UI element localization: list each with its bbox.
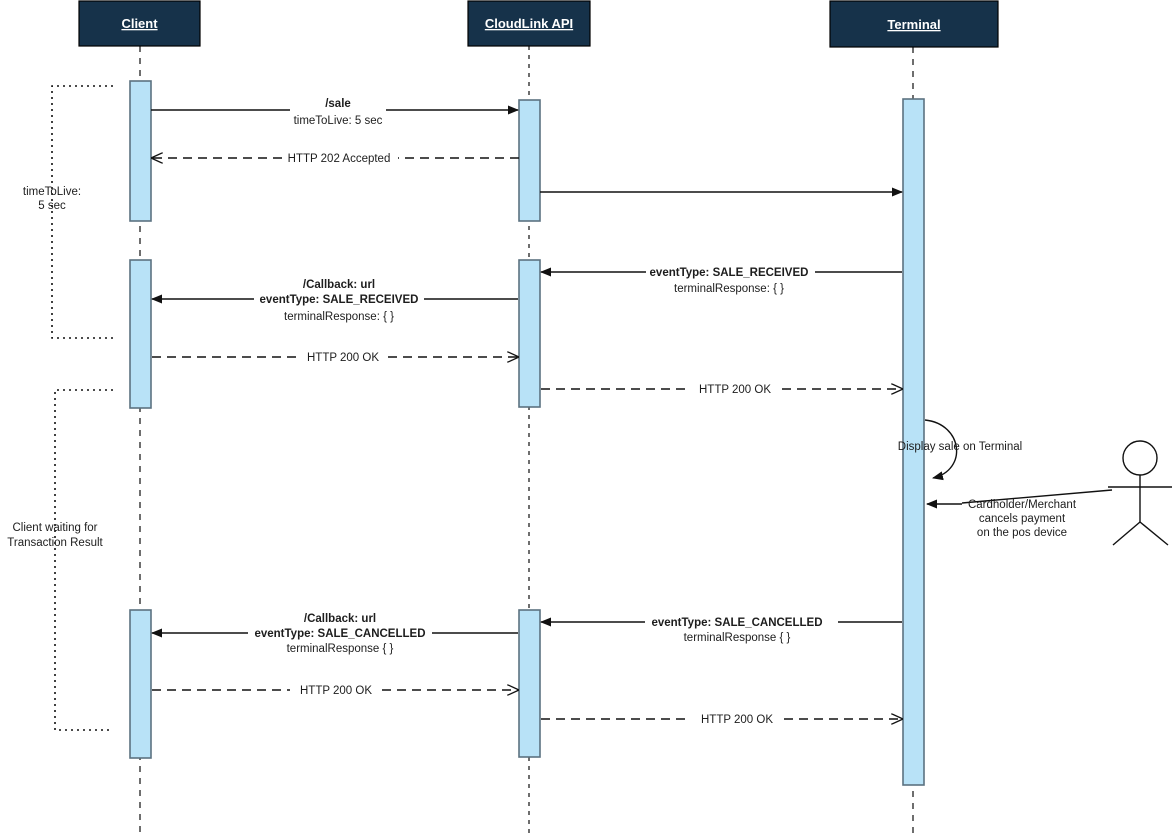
message-cardholder-cancels[interactable]: Cardholder/Merchant cancels payment on t…: [926, 489, 1113, 539]
message-callback-sale-received-label-2: eventType: SALE_RECEIVED: [260, 294, 419, 306]
message-cardholder-cancels-label-2: cancels payment: [979, 513, 1066, 525]
lifeline-label-client: Client: [121, 16, 158, 31]
lifeline-box-terminal[interactable]: [829, 0, 999, 48]
lifeline-header-cloudlink[interactable]: CloudLink API: [467, 0, 591, 47]
lifeline-header-client[interactable]: Client: [78, 0, 201, 47]
message-callback-sale-cancelled-label-3: terminalResponse { }: [287, 643, 394, 655]
lifeline-label-cloudlink: CloudLink API: [485, 16, 573, 31]
message-callback-sale-cancelled-label-1: /Callback: url: [304, 613, 376, 625]
message-http-200-ct2-label: HTTP 200 OK: [701, 714, 773, 726]
activation-client-1: [129, 80, 152, 222]
message-http-200-client-cloudlink[interactable]: HTTP 200 OK: [152, 352, 518, 364]
message-sale[interactable]: /sale timeToLive: 5 sec: [151, 98, 519, 127]
message-callback-sale-received-label-1: /Callback: url: [303, 279, 375, 291]
message-http-200-cloudlink-terminal[interactable]: HTTP 200 OK: [541, 384, 902, 396]
actor-head-icon: [1122, 440, 1158, 476]
message-callback-sale-received-label-3: terminalResponse: { }: [284, 311, 394, 323]
lifeline-box-client[interactable]: [78, 0, 201, 47]
activation-terminal-1: [902, 98, 925, 786]
message-sale-cancelled-terminal-label-2: terminalResponse { }: [684, 632, 791, 644]
message-http-202[interactable]: HTTP 202 Accepted: [152, 153, 519, 165]
actor-left-leg-icon: [1112, 521, 1141, 546]
message-sale-label-1: /sale: [325, 98, 351, 110]
message-http-200-cc-label: HTTP 200 OK: [307, 352, 379, 364]
message-cardholder-cancels-label-3: on the pos device: [977, 527, 1067, 539]
message-callback-sale-received[interactable]: /Callback: url eventType: SALE_RECEIVED …: [151, 279, 518, 323]
message-sale-label-2: timeToLive: 5 sec: [294, 115, 383, 127]
message-sale-cancelled-terminal-label-1: eventType: SALE_CANCELLED: [651, 617, 822, 629]
message-display-sale-arc: [924, 419, 958, 481]
activation-cloudlink-1: [518, 99, 541, 222]
bracket-client-waiting-path: [54, 389, 113, 731]
message-sale-received-terminal[interactable]: eventType: SALE_RECEIVED terminalRespons…: [540, 267, 902, 295]
bracket-client-waiting-label-line2: Transaction Result: [7, 537, 103, 549]
bracket-client-waiting: Client waiting for Transaction Result: [7, 389, 113, 731]
message-callback-sale-cancelled-label-2: eventType: SALE_CANCELLED: [254, 628, 425, 640]
activation-client-3: [129, 609, 152, 759]
message-sale-received-terminal-label-1: eventType: SALE_RECEIVED: [650, 267, 809, 279]
bracket-timetolive-label-line1: timeToLive:: [23, 186, 81, 198]
activation-cloudlink-2: [518, 259, 541, 408]
lifeline-header-terminal[interactable]: Terminal: [829, 0, 999, 48]
message-display-sale-label: Display sale on Terminal: [898, 441, 1022, 453]
message-sale-received-terminal-label-2: terminalResponse: { }: [674, 283, 784, 295]
activation-cloudlink-3: [518, 609, 541, 758]
bracket-timetolive-label-line2: 5 sec: [38, 200, 66, 212]
lifeline-box-cloudlink[interactable]: [467, 0, 591, 47]
message-display-sale-self-loop[interactable]: Display sale on Terminal: [898, 419, 1022, 481]
message-http-200-cloudlink-terminal-2[interactable]: HTTP 200 OK: [541, 714, 902, 726]
message-cardholder-cancels-label-1: Cardholder/Merchant: [968, 499, 1077, 511]
message-http-200-ct-label: HTTP 200 OK: [699, 384, 771, 396]
bracket-timetolive: timeToLive: 5 sec: [23, 85, 113, 339]
message-cardholder-cancels-line-actor: [961, 489, 1113, 504]
message-http-200-client-cloudlink-2[interactable]: HTTP 200 OK: [152, 685, 518, 697]
actor-right-leg-icon: [1139, 521, 1169, 546]
activation-client-2: [129, 259, 152, 409]
message-callback-sale-cancelled[interactable]: /Callback: url eventType: SALE_CANCELLED…: [151, 613, 518, 655]
message-sale-cancelled-terminal[interactable]: eventType: SALE_CANCELLED terminalRespon…: [540, 617, 902, 644]
stick-figure-actor[interactable]: [1108, 440, 1172, 546]
message-http-200-cc2-label: HTTP 200 OK: [300, 685, 372, 697]
activation-bars-group: [129, 80, 925, 786]
bracket-client-waiting-label-line1: Client waiting for: [12, 522, 97, 534]
message-http-202-label: HTTP 202 Accepted: [288, 153, 391, 165]
bracket-timetolive-path: [51, 85, 113, 339]
lifeline-label-terminal: Terminal: [887, 17, 940, 32]
